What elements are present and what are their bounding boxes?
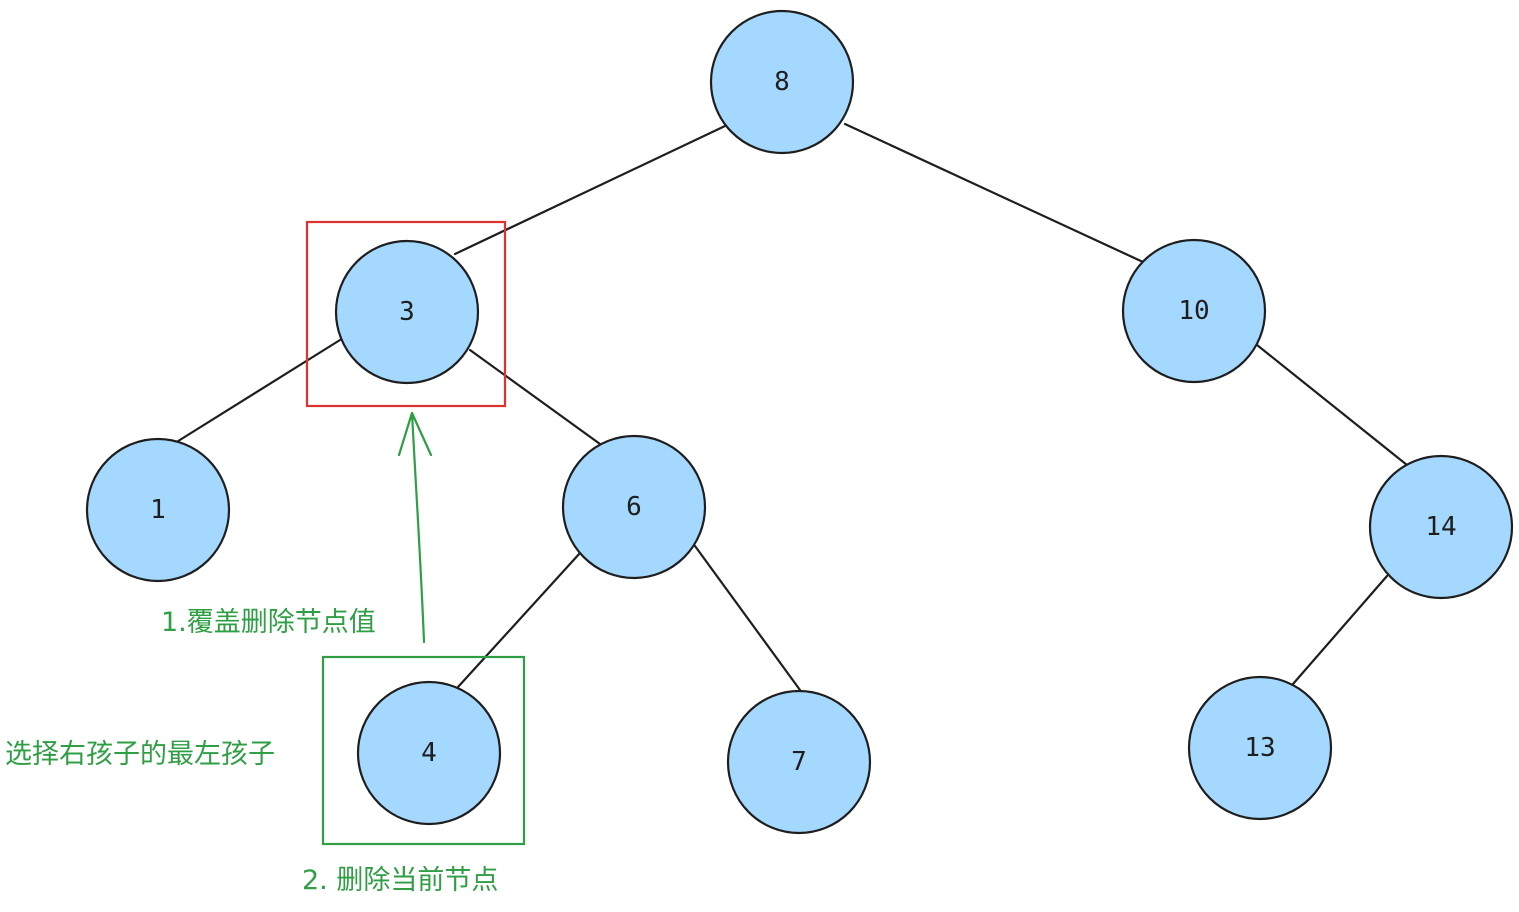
node-circle	[1187, 675, 1333, 821]
delete-target-box	[305, 220, 507, 408]
node-circle	[709, 9, 855, 155]
node-label: 10	[1178, 296, 1209, 326]
tree-node: 6	[561, 434, 707, 580]
node-circle	[334, 239, 480, 385]
successor-box	[321, 655, 526, 846]
edge-6-7	[693, 544, 802, 692]
tree-node: 10	[1121, 238, 1267, 384]
node-circle	[1368, 454, 1514, 600]
edge-8-3	[453, 124, 727, 256]
tree-node: 1	[85, 437, 231, 583]
tree-node: 4	[356, 680, 502, 826]
tree-node: 13	[1187, 675, 1333, 821]
tree-node: 3	[334, 239, 480, 385]
node-label: 3	[399, 297, 415, 327]
edge-6-4	[456, 551, 582, 689]
node-circle	[356, 680, 502, 826]
tree-node: 14	[1368, 454, 1514, 600]
node-circle	[726, 689, 872, 835]
node-circle	[561, 434, 707, 580]
tree-node: 7	[726, 689, 872, 835]
node-label: 14	[1425, 512, 1456, 542]
node-label: 4	[421, 738, 437, 768]
edge-8-10	[843, 122, 1145, 264]
node-label: 13	[1244, 733, 1275, 763]
overwrite-arrow	[397, 411, 433, 644]
node-label: 1	[150, 495, 166, 525]
edge-14-13	[1291, 574, 1389, 686]
node-label: 7	[791, 747, 807, 777]
edge-3-1	[173, 338, 342, 445]
edge-3-6	[468, 348, 602, 446]
annotation-step1: 1.覆盖删除节点值	[161, 607, 376, 638]
node-label: 6	[626, 492, 642, 522]
node-label: 8	[774, 67, 790, 97]
node-circle	[85, 437, 231, 583]
annotation-step2: 2. 删除当前节点	[302, 865, 498, 896]
overwrite-arrow-head	[397, 411, 433, 457]
overwrite-arrow-shaft	[410, 411, 426, 644]
edge-10-14	[1255, 343, 1409, 467]
annotation-select-successor: 选择右孩子的最左孩子	[5, 739, 275, 770]
node-circle	[1121, 238, 1267, 384]
tree-edges	[173, 122, 1409, 692]
tree-node: 8	[709, 9, 855, 155]
